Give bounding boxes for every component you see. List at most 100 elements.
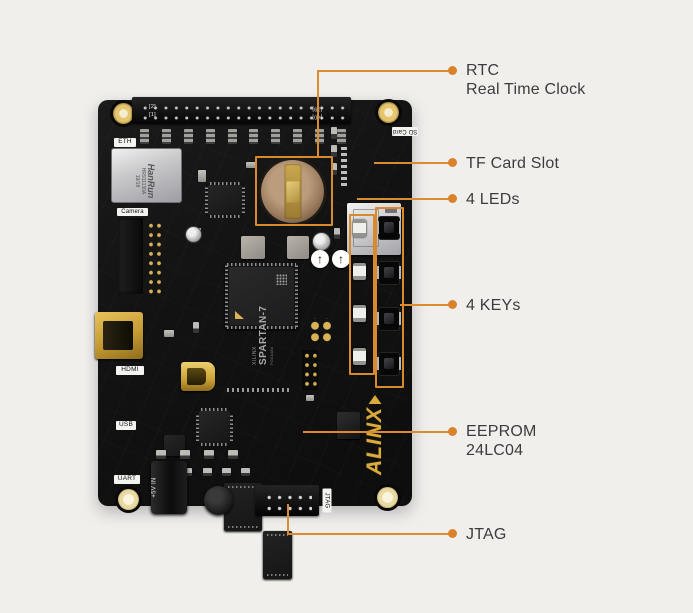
smd-component	[246, 162, 256, 168]
key	[377, 306, 400, 331]
alinx-logo-text: ALINX	[363, 407, 386, 475]
smd-component	[156, 450, 166, 459]
camera-label: Camera	[117, 208, 148, 216]
res-group	[227, 129, 237, 144]
res-group	[205, 129, 215, 144]
usb-uart-bridge-chip	[196, 408, 233, 446]
mounting-hole-top-right	[378, 102, 399, 123]
res-group	[140, 129, 149, 144]
smd-component	[193, 322, 199, 333]
triangle-icon	[235, 311, 244, 319]
expansion-header-40pin	[132, 97, 351, 124]
fpga-model: SPARTAN-7	[258, 305, 269, 365]
smd-component	[221, 468, 231, 476]
rtc-title: RTC	[466, 62, 500, 79]
ethernet-rj45-jack: HanRun HR911130A 19/18	[111, 148, 182, 203]
power-inductor	[337, 412, 360, 439]
eeprom-callout-dot	[448, 427, 457, 436]
jtag-silk-label: JTAG	[322, 488, 332, 513]
smd-component	[204, 450, 214, 459]
smd-component	[334, 228, 340, 239]
leds-callout-dot	[448, 194, 457, 203]
res-group	[336, 129, 346, 144]
sd-card-label: SD Card	[392, 127, 418, 136]
res-group	[315, 129, 324, 144]
mini-usb-gold-connector	[181, 362, 215, 391]
rtc-subtitle: Real Time Clock	[466, 81, 586, 98]
led	[353, 220, 366, 237]
jtag-pins	[262, 490, 312, 511]
tf-slot-pins	[341, 146, 347, 186]
fpga-package: XILINX SPARTAN-7 FGGA484	[229, 267, 294, 365]
fpga-detail: FGGA484	[269, 346, 274, 365]
ethernet-phy-chip	[205, 182, 245, 218]
crystal-oscillator	[186, 227, 201, 242]
usb-label: USB	[116, 421, 136, 430]
eeprom-subtitle: 24LC04	[466, 442, 524, 459]
fpga-markings: XILINX SPARTAN-7 FGGA484	[231, 273, 295, 369]
rtc-callout-dot	[448, 66, 457, 75]
eth-label: ETH	[114, 138, 136, 147]
chip-pins	[225, 265, 228, 327]
tf-callout-dot	[448, 158, 457, 167]
fpga-chip: XILINX SPARTAN-7 FGGA484	[225, 263, 298, 365]
eeprom-callout-label: EEPROM 24LC04	[466, 422, 537, 460]
led	[353, 305, 366, 323]
led	[353, 347, 366, 365]
header-pins	[138, 101, 345, 120]
leds-highlight-rect	[349, 214, 375, 375]
rtc-highlight-rect	[255, 156, 333, 226]
ethernet-jack-model: HR911130A	[140, 167, 146, 195]
jtag-callout-dot	[448, 529, 457, 538]
smd-component	[331, 145, 337, 157]
chip-pins	[227, 388, 289, 392]
power-switch-knob	[204, 486, 233, 515]
smd-component	[183, 468, 193, 476]
chip-pins	[205, 187, 208, 213]
key-column	[377, 216, 400, 376]
chip-pins	[230, 413, 233, 441]
jtag-callout-line-vertical	[287, 504, 289, 535]
tf-callout-line	[374, 162, 450, 164]
rtc-callout-label: RTC Real Time Clock	[466, 61, 585, 99]
mounting-hole-bottom-left	[118, 489, 139, 510]
power-inductor	[241, 236, 265, 259]
ethernet-jack-markings: HanRun HR911130A 19/18	[132, 149, 156, 202]
camera-pin-pads	[146, 220, 161, 294]
camera-connector	[118, 218, 143, 294]
res-group	[249, 129, 259, 144]
res-group	[161, 129, 171, 144]
leds-callout-line	[357, 198, 450, 200]
up-arrow-icon	[311, 250, 329, 268]
hdmi-slot	[103, 321, 133, 350]
fpga-qr-mark	[276, 274, 287, 285]
gold-test-pads	[307, 318, 334, 343]
chip-pins	[227, 326, 296, 329]
power-inductor	[287, 236, 309, 259]
chip-pins	[227, 263, 296, 266]
mounting-hole-bottom-right	[377, 487, 398, 508]
chip-pins	[242, 187, 245, 213]
jtag-connector	[255, 485, 319, 516]
smd-component	[331, 127, 337, 139]
header-pin2-label: [2]	[149, 104, 157, 110]
res-group	[293, 129, 303, 144]
smd-component	[241, 468, 250, 476]
chip-pins	[210, 182, 240, 185]
ethernet-jack-brand: HanRun	[146, 163, 156, 199]
chip-pins	[201, 443, 228, 446]
smd-component	[164, 330, 174, 337]
mounting-hole-top-left	[113, 103, 134, 124]
led	[353, 262, 366, 280]
ethernet-jack-code: 19/18	[134, 174, 140, 188]
rtc-battery-holder	[261, 160, 324, 223]
uart-label: UART	[114, 475, 140, 484]
smd-component	[228, 450, 238, 459]
flash-memory-chip	[263, 531, 292, 579]
qfn-chip	[164, 435, 185, 456]
alinx-logo: ALINX	[360, 383, 390, 487]
hdmi-label: HDMI	[116, 366, 144, 375]
key	[377, 261, 400, 286]
keys-callout-dot	[448, 300, 457, 309]
